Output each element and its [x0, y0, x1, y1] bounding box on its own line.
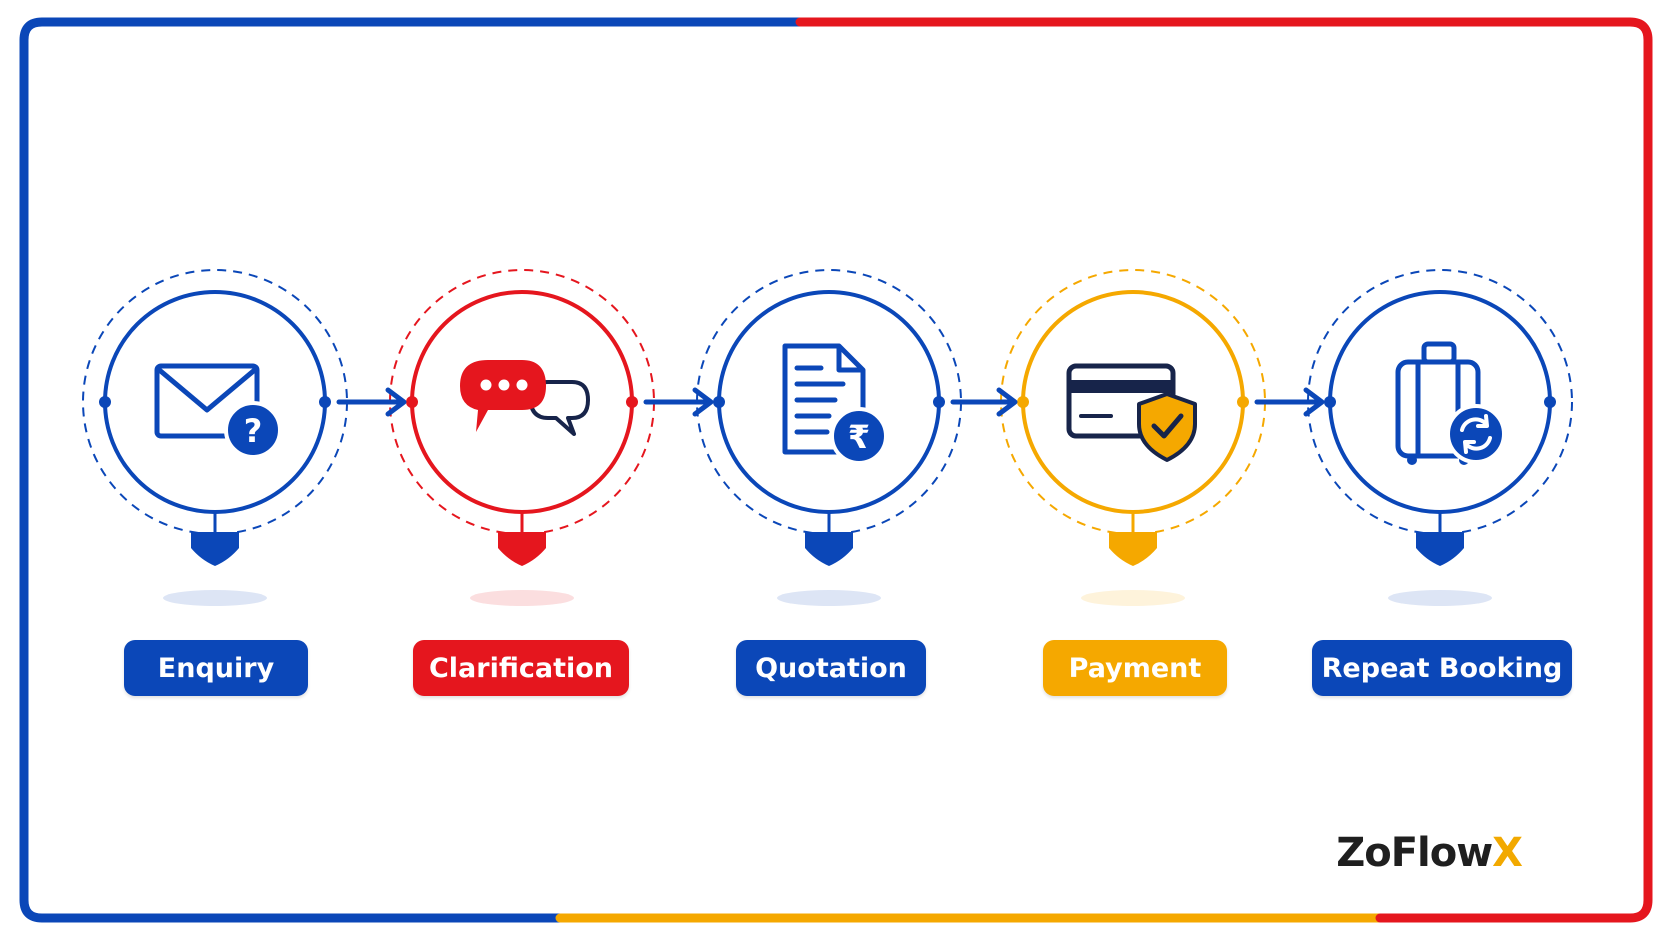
- node-dashed-ring: [1307, 269, 1573, 535]
- node-dot-left: [1324, 396, 1336, 408]
- node-pin: [1109, 532, 1157, 566]
- node-shadow: [777, 590, 881, 606]
- node-pin: [805, 532, 853, 566]
- step-node-repeat-booking: [1307, 269, 1573, 606]
- luggage-repeat-icon: [1395, 341, 1506, 465]
- credit-card-shield-icon: [1066, 363, 1197, 462]
- frame-border-top-red: [795, 17, 1653, 475]
- node-dot-left: [99, 396, 111, 408]
- frame-border-bottom-blue: [19, 465, 565, 923]
- node-shadow: [470, 590, 574, 606]
- brand-logo: ZoFlowX: [1336, 830, 1523, 876]
- brand-name-main: ZoFlow: [1336, 830, 1493, 876]
- step-node-quotation: ₹: [696, 269, 962, 606]
- step-label-repeat-booking: Repeat Booking: [1312, 640, 1572, 696]
- node-pin: [1416, 532, 1464, 566]
- document-rupee-icon: ₹: [782, 343, 888, 465]
- step-label-quotation: Quotation: [736, 640, 926, 696]
- node-shadow: [1081, 590, 1185, 606]
- flow-arrow: [950, 387, 1018, 417]
- step-label-text: Enquiry: [157, 652, 275, 684]
- envelope-question-icon: ?: [154, 363, 282, 459]
- chat-bubbles-icon: [460, 360, 590, 436]
- node-dot-right: [1237, 396, 1249, 408]
- step-label-text: Repeat Booking: [1321, 652, 1563, 684]
- node-shadow: [163, 590, 267, 606]
- step-label-enquiry: Enquiry: [124, 640, 308, 696]
- step-node-payment: [1000, 269, 1266, 606]
- frame-border-top-blue: [19, 17, 805, 475]
- node-shadow: [1388, 590, 1492, 606]
- node-dot-left: [713, 396, 725, 408]
- step-node-enquiry: ?: [82, 269, 348, 606]
- flow-arrow: [643, 387, 714, 417]
- node-pin: [498, 532, 546, 566]
- frame-border-bottom-red: [1375, 465, 1653, 923]
- flow-arrow: [1254, 387, 1325, 417]
- svg-text:?: ?: [244, 412, 263, 450]
- svg-text:₹: ₹: [848, 418, 870, 456]
- node-dot-right: [626, 396, 638, 408]
- step-label-clarification: Clarification: [413, 640, 629, 696]
- step-label-text: Quotation: [755, 652, 907, 684]
- node-dot-left: [1017, 396, 1029, 408]
- brand-name-accent: X: [1492, 830, 1523, 876]
- step-label-text: Clarification: [428, 652, 614, 684]
- node-dot-right: [319, 396, 331, 408]
- step-node-clarification: [389, 269, 655, 606]
- flow-arrow: [336, 387, 407, 417]
- node-pin: [191, 532, 239, 566]
- node-dot-left: [406, 396, 418, 408]
- step-label-payment: Payment: [1043, 640, 1227, 696]
- node-dot-right: [1544, 396, 1556, 408]
- frame-border: [19, 17, 1653, 923]
- node-dot-right: [933, 396, 945, 408]
- node-circle: [1328, 290, 1552, 514]
- step-label-text: Payment: [1068, 652, 1202, 684]
